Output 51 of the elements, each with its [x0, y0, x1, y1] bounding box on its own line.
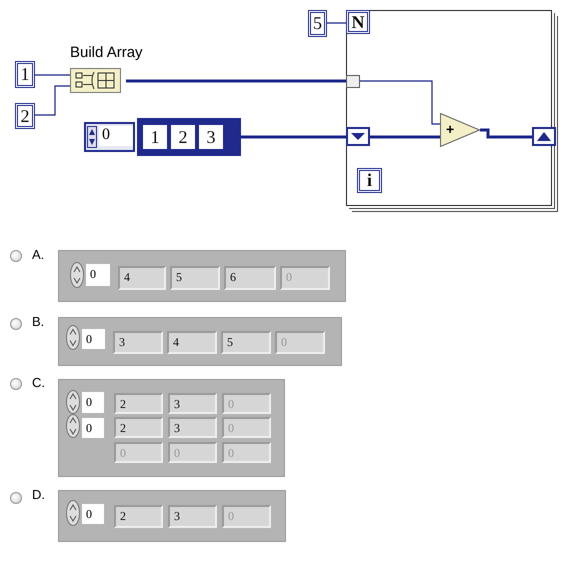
array-element: 0 [168, 442, 217, 463]
numeric-constant: 1 [15, 61, 35, 88]
array-element: 3 [168, 417, 217, 438]
array-element: 3 [168, 393, 217, 414]
array-element: 2 [170, 124, 196, 150]
index-display: 0 [82, 418, 104, 438]
wire [126, 80, 346, 82]
array-element: 2 [114, 393, 163, 414]
array-element: 5 [170, 266, 220, 290]
function-label: Build Array [70, 44, 143, 61]
array-element: 4 [167, 331, 217, 354]
numeric-constant: 5 [308, 10, 327, 37]
wire [370, 136, 440, 138]
index-display: 0 [82, 329, 105, 349]
array-element: 0 [222, 393, 271, 414]
array-element: 3 [113, 331, 163, 354]
shift-register [532, 127, 556, 146]
array-element: 0 [280, 266, 330, 290]
loop-tunnel [346, 75, 360, 88]
array-element: 1 [142, 124, 168, 150]
index-display: 0 [82, 392, 104, 413]
wire [360, 80, 440, 125]
numeric-constant: 2 [15, 103, 35, 129]
array-element: 0 [222, 442, 271, 463]
array-element: 0 [275, 331, 325, 354]
array-element: 2 [114, 505, 163, 528]
loop-terminal: N [346, 10, 370, 34]
option-letter: D. [32, 487, 45, 502]
wire [480, 128, 532, 138]
array-element: 3 [168, 505, 217, 528]
option-letter: A. [32, 247, 44, 262]
index-display: 0 [99, 126, 133, 146]
index-display: 0 [82, 504, 104, 524]
index-display: 0 [86, 264, 110, 286]
array-element: 5 [221, 331, 271, 354]
option-letter: C. [32, 375, 45, 390]
wire [35, 85, 70, 116]
wire [241, 136, 346, 138]
option-letter: B. [32, 314, 44, 329]
operator-symbol: + [446, 121, 454, 137]
array-element: 6 [224, 266, 276, 290]
shift-register [346, 127, 370, 146]
array-element: 4 [118, 266, 166, 290]
array-element: 0 [222, 417, 271, 438]
array-element: 0 [222, 505, 271, 528]
loop-terminal: i [357, 168, 382, 193]
array-element: 3 [198, 124, 224, 150]
array-element: 0 [114, 442, 163, 463]
wire [327, 22, 346, 24]
array-element: 2 [114, 417, 163, 438]
wire [35, 74, 70, 76]
